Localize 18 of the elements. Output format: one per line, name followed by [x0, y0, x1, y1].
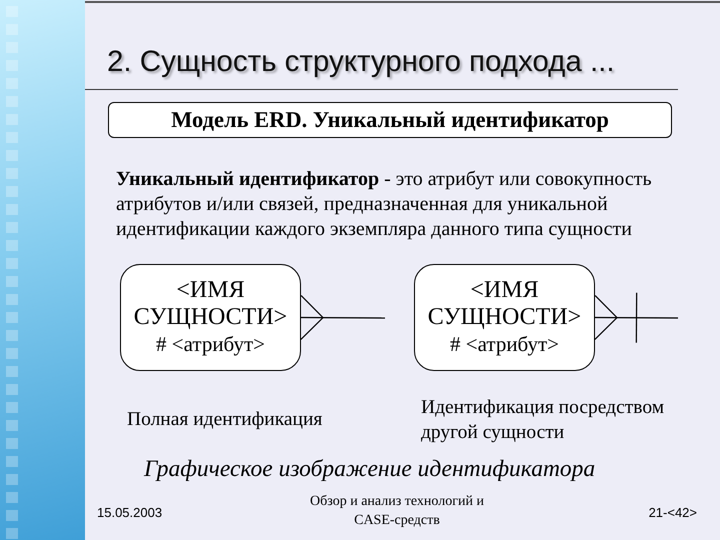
entity-name: <ИМЯ СУЩНОСТИ>: [132, 277, 288, 331]
entity-box: [120, 264, 301, 371]
entity-box: [414, 264, 595, 371]
date-text: 15.05.2003: [97, 504, 164, 521]
page-number: 21-<42>: [648, 504, 697, 521]
identification-caption: Полная идентификация: [127, 408, 324, 432]
entity-name: <ИМЯ СУЩНОСТИ>: [426, 277, 582, 331]
relationship-line: [595, 292, 678, 343]
identification-caption: Идентификация посредством другой сущности: [421, 396, 666, 445]
slide-title: 2. Сущность структурного подхода ...: [107, 44, 615, 80]
attribute-text: # <атрибут>: [156, 331, 265, 358]
attribute-text: # <атрибут>: [450, 331, 559, 358]
heading-text: Модель ERD. Уникальный идентификатор: [171, 106, 609, 134]
relationship-line: [300, 294, 385, 340]
definition-text: Уникальный идентификатор - это атрибут или совокупность атрибутов и/или связей, предназначенная для уникальной идентификации каждого экземпляра данного типа сущности: [116, 167, 653, 242]
figure-caption: Графическое изображение идентификатора: [144, 455, 596, 484]
footer-title: Обзор и анализ технологий и CASE-средств: [309, 493, 485, 530]
heading-box: [108, 102, 672, 138]
